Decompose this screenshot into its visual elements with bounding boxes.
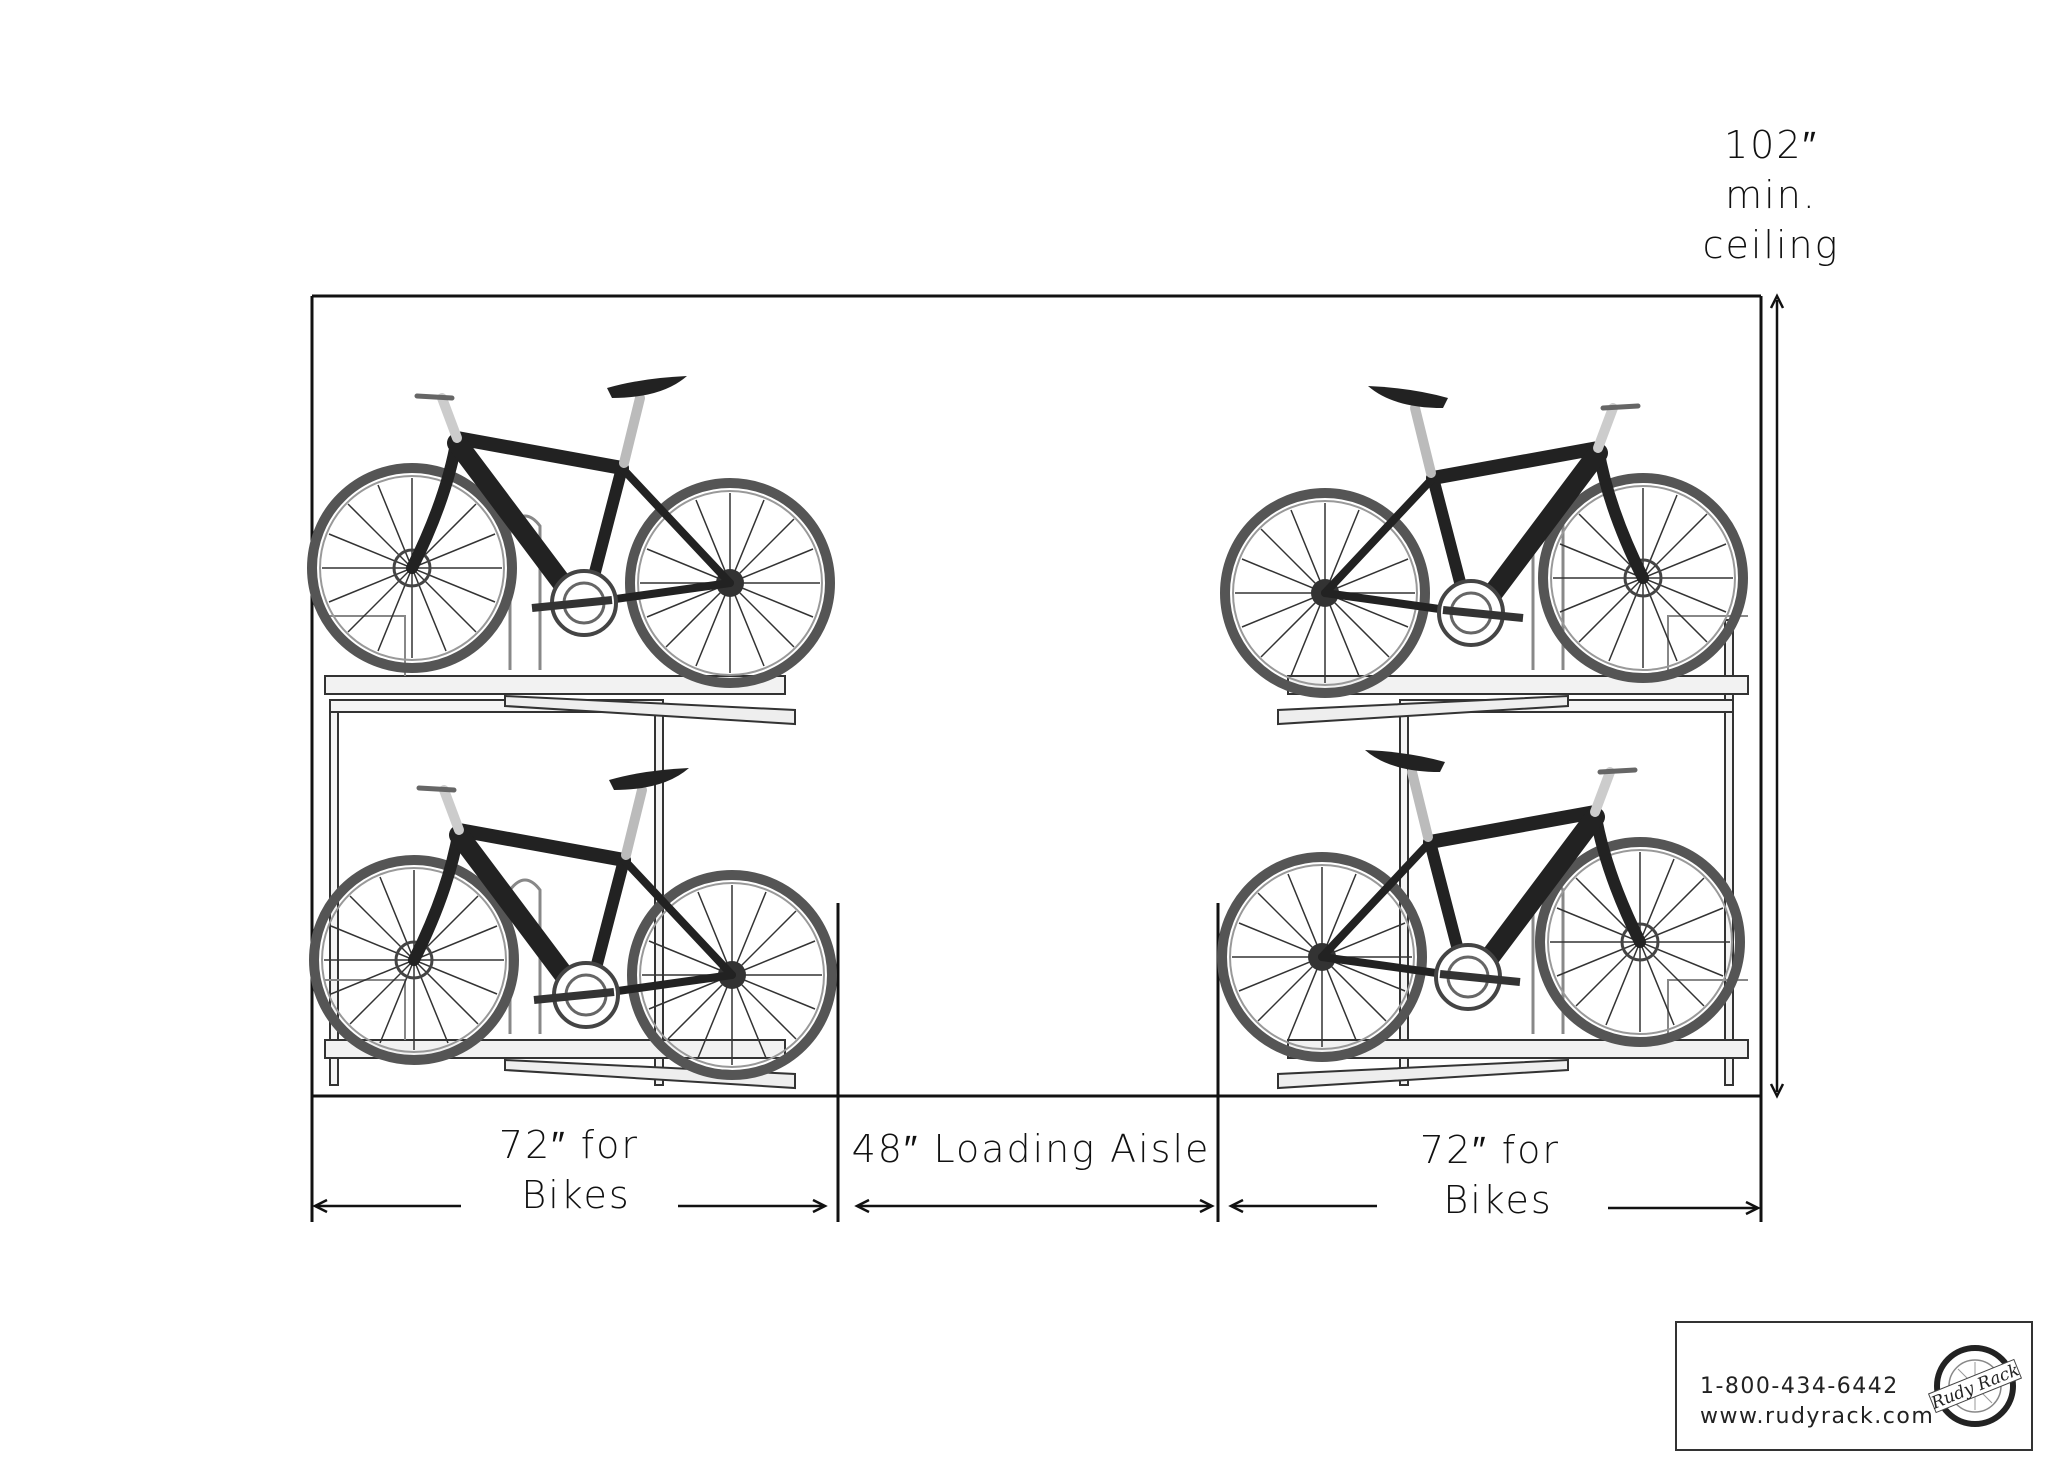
contact-box: 1-800-434-6442 www.rudyrack.com Rudy Rac…: [1675, 1321, 2033, 1451]
aisle-width-label: 48″ Loading Aisle: [852, 1127, 1211, 1171]
right-width-label-2: Bikes: [1443, 1178, 1552, 1222]
bike-left-lower: [314, 768, 832, 1075]
left-width-label-2: Bikes: [521, 1173, 630, 1217]
bike-left-upper: [312, 376, 830, 683]
bike-right-upper: [1225, 386, 1743, 693]
right-width-label-1: 72″ for: [1420, 1128, 1560, 1172]
phone-number: 1-800-434-6442: [1700, 1374, 1899, 1399]
rudy-rack-logo: Rudy Rack: [1928, 1345, 2022, 1427]
ceiling-label-3: ceiling: [1703, 223, 1840, 267]
ceiling-label-2: min.: [1725, 173, 1817, 217]
ceiling-label-1: 102″: [1724, 123, 1818, 167]
ceiling-height-arrow: [1769, 293, 1785, 1099]
room-outline: [310, 294, 1763, 1222]
bike-right-lower: [1222, 750, 1740, 1057]
dimension-arrows: [312, 1198, 1761, 1216]
left-width-label-1: 72″ for: [499, 1123, 639, 1167]
website: www.rudyrack.com: [1700, 1404, 1934, 1429]
